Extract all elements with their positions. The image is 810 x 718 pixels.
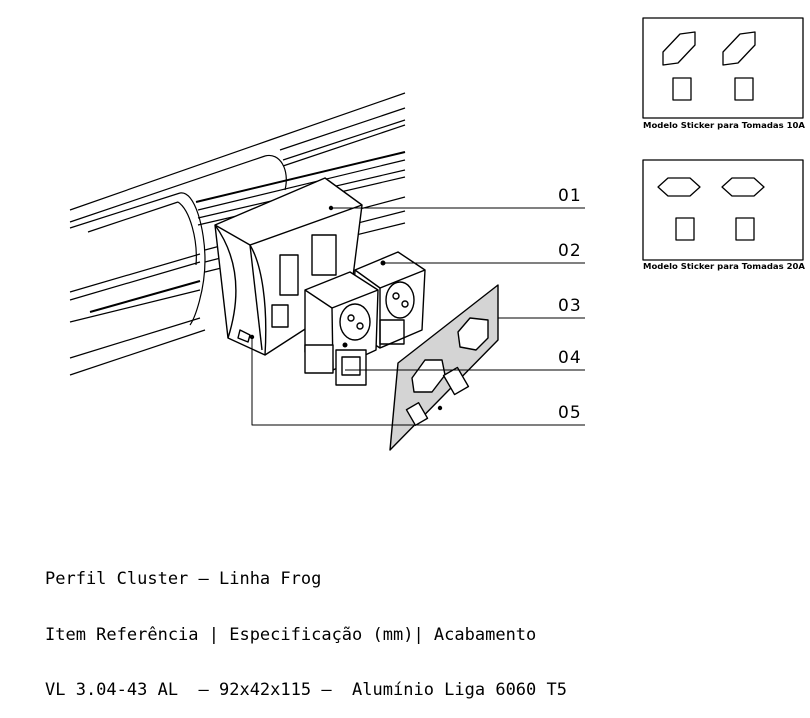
sticker-plate-03 (389, 284, 499, 451)
sticker-model-10a (642, 17, 804, 119)
sticker-caption-10a: Modelo Sticker para Tomadas 10A (643, 121, 805, 130)
callout-05: 05 (558, 403, 582, 423)
spec-values: VL 3.04-43 AL – 92x42x115 – Alumínio Lig… (45, 680, 567, 700)
spec-title: Perfil Cluster – Linha Frog (45, 569, 322, 589)
callout-01: 01 (558, 186, 582, 206)
callout-02: 02 (558, 241, 582, 261)
leader-lines (251, 207, 585, 426)
spec-block: Perfil Cluster – Linha Frog Item Referên… (45, 533, 567, 718)
socket-04 (304, 271, 379, 386)
spec-header: Item Referência | Especificação (mm)| Ac… (45, 624, 537, 645)
sticker-caption-20a: Modelo Sticker para Tomadas 20A (643, 262, 805, 271)
callout-04: 04 (558, 348, 582, 368)
callout-03: 03 (558, 296, 582, 316)
technical-drawing: 01 02 03 04 05 Modelo Sticker para Tomad… (69, 17, 805, 451)
sticker-model-20a (642, 159, 804, 261)
